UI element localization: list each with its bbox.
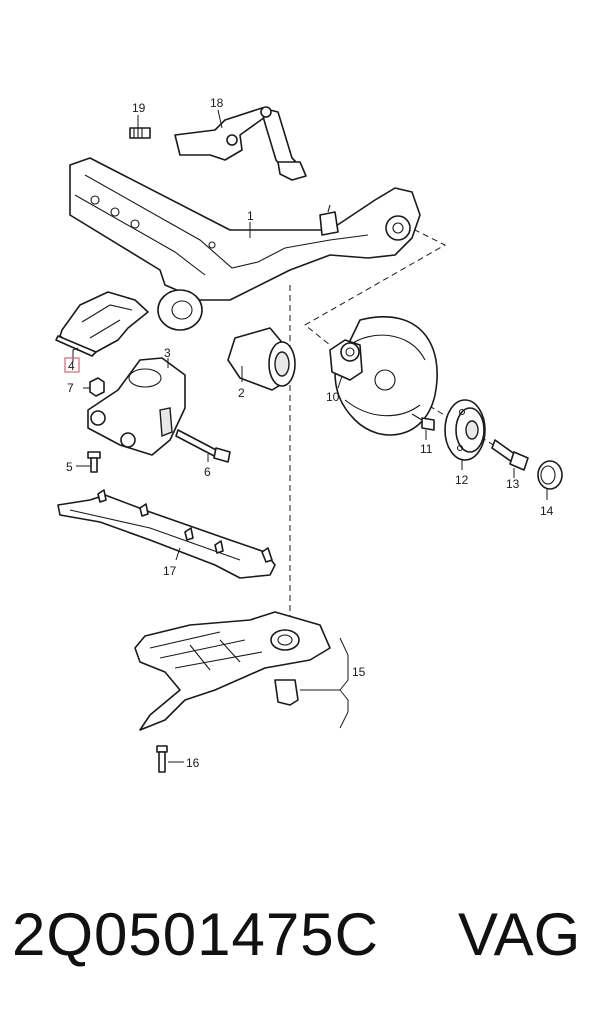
underbody-panel — [134, 611, 331, 731]
label-14: 14 — [540, 504, 554, 518]
label-12: 12 — [455, 473, 469, 487]
part-number: 2Q0501475C — [12, 901, 379, 968]
wheel-hub — [444, 399, 486, 461]
label-5: 5 — [66, 460, 73, 474]
axle-nut-bolt — [491, 439, 529, 471]
bolt-long — [175, 429, 231, 463]
label-19: 19 — [132, 101, 146, 115]
rear-axle-beam — [69, 157, 421, 331]
fastener-clip — [156, 745, 168, 773]
axle-mount — [87, 357, 186, 456]
mounting-bracket — [55, 291, 149, 357]
footer: 2Q0501475C VAG — [0, 895, 600, 975]
axle-bushing — [227, 327, 296, 391]
dust-cap — [537, 460, 563, 490]
label-4: 4 — [68, 359, 75, 373]
label-17: 17 — [163, 564, 177, 578]
label-7: 7 — [67, 381, 74, 395]
brand-name: VAG — [458, 901, 581, 968]
leader-lines — [72, 109, 548, 763]
bolt-short — [87, 451, 101, 473]
label-3: 3 — [164, 346, 171, 360]
nut — [89, 377, 105, 397]
label-2: 2 — [238, 386, 245, 400]
level-sensor-linkage — [129, 106, 307, 181]
label-13: 13 — [506, 477, 520, 491]
label-18: 18 — [210, 96, 224, 110]
label-16: 16 — [186, 756, 200, 770]
label-10: 10 — [326, 390, 340, 404]
label-1: 1 — [247, 209, 254, 223]
wheel-bearing-carrier — [329, 339, 363, 381]
label-11: 11 — [420, 442, 433, 456]
underbody-trim-strip — [57, 489, 276, 579]
label-6: 6 — [204, 465, 211, 479]
hub-bolt — [411, 413, 435, 431]
item-4-highlight-box — [64, 357, 80, 373]
label-15: 15 — [352, 665, 366, 679]
